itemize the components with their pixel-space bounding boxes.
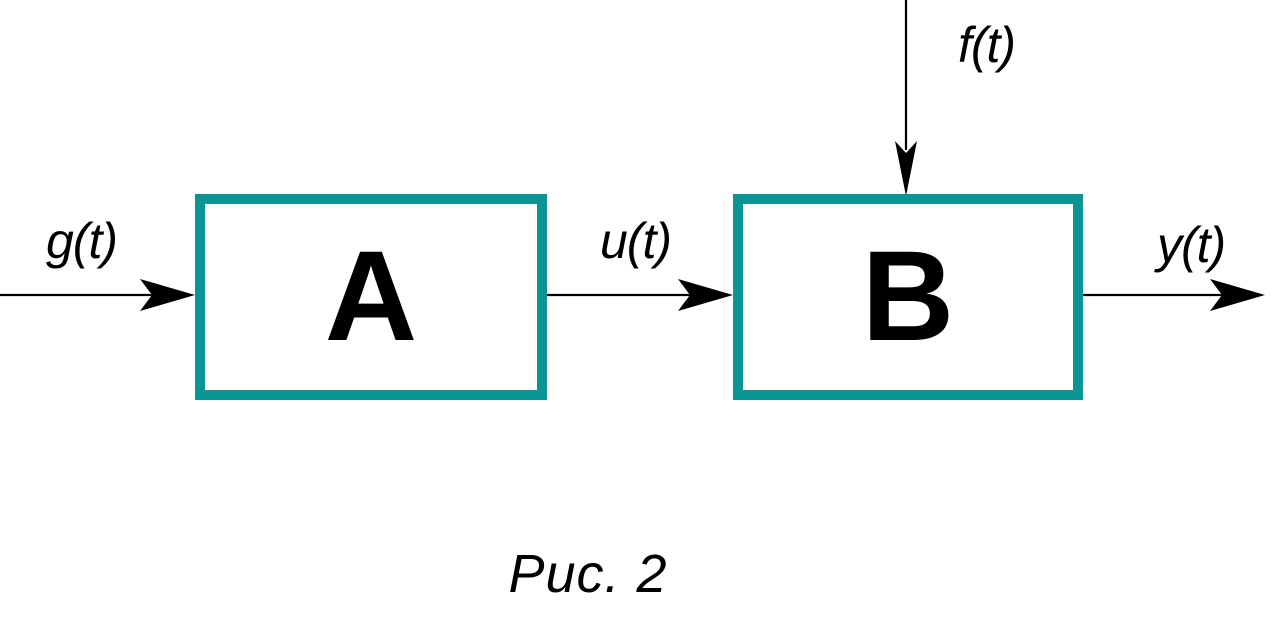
block-a-rect[interactable] [195, 194, 547, 400]
signal-label-f: f(t) [958, 17, 1015, 73]
signal-label-g: g(t) [46, 213, 117, 269]
block-a-label: A [325, 225, 417, 368]
arrow-head-f-icon [895, 141, 917, 196]
figure-caption: Рис. 2 [508, 544, 667, 604]
arrow-head-y-icon [1210, 279, 1265, 311]
signal-path-y [1083, 279, 1265, 311]
arrow-head-g-icon [140, 279, 195, 311]
signal-path-f [895, 0, 917, 196]
arrow-head-u-icon [678, 279, 733, 311]
block-a-group[interactable]: A [195, 194, 547, 400]
signal-label-u: u(t) [600, 213, 671, 269]
block-b-label: B [862, 225, 954, 368]
signal-path-u [547, 279, 733, 311]
signal-label-y: y(t) [1154, 217, 1225, 273]
block-b-group[interactable]: B [733, 194, 1083, 400]
block-b-rect[interactable] [733, 194, 1083, 400]
signal-path-g [0, 279, 195, 311]
